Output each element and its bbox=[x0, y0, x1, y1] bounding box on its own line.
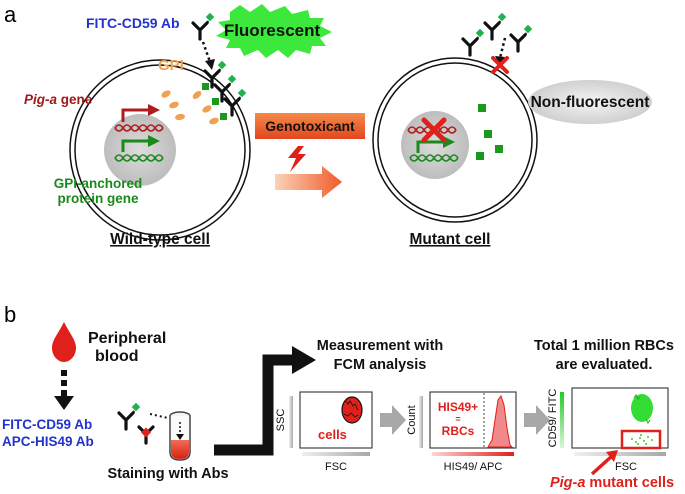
gpi-anchored-label-line2: protein gene bbox=[57, 191, 138, 206]
mutant-gate bbox=[620, 429, 662, 450]
lightning-icon bbox=[288, 146, 306, 172]
gpi-transcription-arrow bbox=[121, 139, 150, 152]
fluorescent-label: Fluorescent bbox=[224, 21, 321, 40]
wild-type-cell bbox=[69, 10, 251, 241]
mutation-x-icon bbox=[421, 117, 447, 143]
wild-type-nucleus bbox=[104, 114, 176, 186]
peripheral-label: Peripheral bbox=[88, 330, 166, 347]
his49-equals-label: = bbox=[455, 414, 460, 424]
cells-label: cells bbox=[318, 427, 347, 442]
blood-label: blood bbox=[95, 348, 139, 365]
total-label-line2: are evaluated. bbox=[556, 357, 653, 373]
cd59-fitc-axis-label: CD59/ FITC bbox=[547, 389, 559, 448]
genotoxicant-treatment: Genotoxicant bbox=[255, 113, 365, 198]
fcm-plot-ssc-fsc: cells SSC FSC bbox=[275, 391, 373, 473]
cells-cluster bbox=[341, 396, 363, 424]
unbound-antibody-icon bbox=[461, 26, 487, 57]
binding-dotted-arrow bbox=[201, 41, 212, 63]
fcm-plot-his49-histogram: HIS49+ = RBCs Count HIS49/ APC bbox=[406, 391, 517, 473]
mutant-cell-label: Mutant cell bbox=[410, 231, 491, 248]
measurement-label-line1: Measurement with bbox=[317, 338, 444, 354]
staining-antibody-green-icon bbox=[117, 400, 143, 431]
genotoxicant-box bbox=[255, 113, 365, 139]
wild-type-cluster bbox=[631, 394, 653, 422]
count-axis-label: Count bbox=[406, 405, 418, 434]
apc-his49-ab-label: APC-HIS49 Ab bbox=[2, 434, 94, 449]
staining-antibody-red-icon bbox=[137, 425, 155, 445]
fcm-plot-cd59-fsc: CD59/ FITC FSC bbox=[547, 387, 669, 473]
plot-arrow-1 bbox=[380, 405, 406, 435]
non-fluorescent-label: Non-fluorescent bbox=[531, 94, 650, 111]
gpi-label: GPI bbox=[158, 57, 184, 74]
blood-drop-icon bbox=[52, 322, 76, 362]
mutant-scatter bbox=[631, 434, 653, 445]
measurement-flow-arrow bbox=[214, 354, 296, 456]
unbound-antibody-icon bbox=[483, 10, 509, 41]
his49-peak bbox=[487, 394, 514, 448]
test-tube-icon bbox=[169, 411, 191, 461]
gpi-proteins bbox=[202, 83, 227, 120]
mutant-pointer-arrow bbox=[590, 454, 614, 476]
fitc-antibody-icon bbox=[191, 10, 217, 41]
total-label-line1: Total 1 million RBCs bbox=[534, 338, 674, 354]
no-binding-x-icon bbox=[491, 56, 509, 74]
mutant-nucleus bbox=[401, 111, 469, 179]
gpi-anchors bbox=[161, 90, 219, 125]
pig-a-gene-label: Pig-a gene bbox=[24, 92, 93, 107]
fsc-axis-label-3: FSC bbox=[615, 461, 637, 473]
fsc-axis-label: FSC bbox=[325, 461, 347, 473]
measurement-label-line2: FCM analysis bbox=[334, 357, 427, 373]
plot-arrow-2 bbox=[524, 405, 550, 435]
genotoxicant-label: Genotoxicant bbox=[265, 118, 355, 134]
mutant-cells-label: Pig-a mutant cells bbox=[550, 475, 674, 491]
fitc-cd59-ab-label-b: FITC-CD59 Ab bbox=[2, 417, 92, 432]
wild-type-cell-label: Wild-type cell bbox=[110, 231, 210, 248]
panel-b-label: b bbox=[4, 302, 16, 327]
panel-a-label: a bbox=[4, 2, 17, 27]
pig-a-transcription-arrow bbox=[121, 108, 150, 122]
non-fluorescent-cloud bbox=[528, 80, 652, 124]
fitc-cd59-ab-label: FITC-CD59 Ab bbox=[86, 15, 180, 31]
his49-apc-axis-label: HIS49/ APC bbox=[444, 461, 503, 473]
staining-label: Staining with Abs bbox=[107, 466, 228, 482]
rbcs-label: RBCs bbox=[442, 424, 475, 438]
his49-positive-label: HIS49+ bbox=[438, 400, 478, 414]
unanchored-proteins bbox=[476, 104, 503, 160]
unbound-antibody-icon bbox=[509, 22, 535, 53]
ssc-axis-label: SSC bbox=[275, 409, 287, 432]
gpi-anchored-label-line1: GPI-anchored bbox=[54, 176, 143, 191]
mutant-cell bbox=[372, 10, 538, 223]
fluorescent-burst: Fluorescent bbox=[216, 4, 332, 58]
treatment-arrow bbox=[275, 166, 342, 198]
